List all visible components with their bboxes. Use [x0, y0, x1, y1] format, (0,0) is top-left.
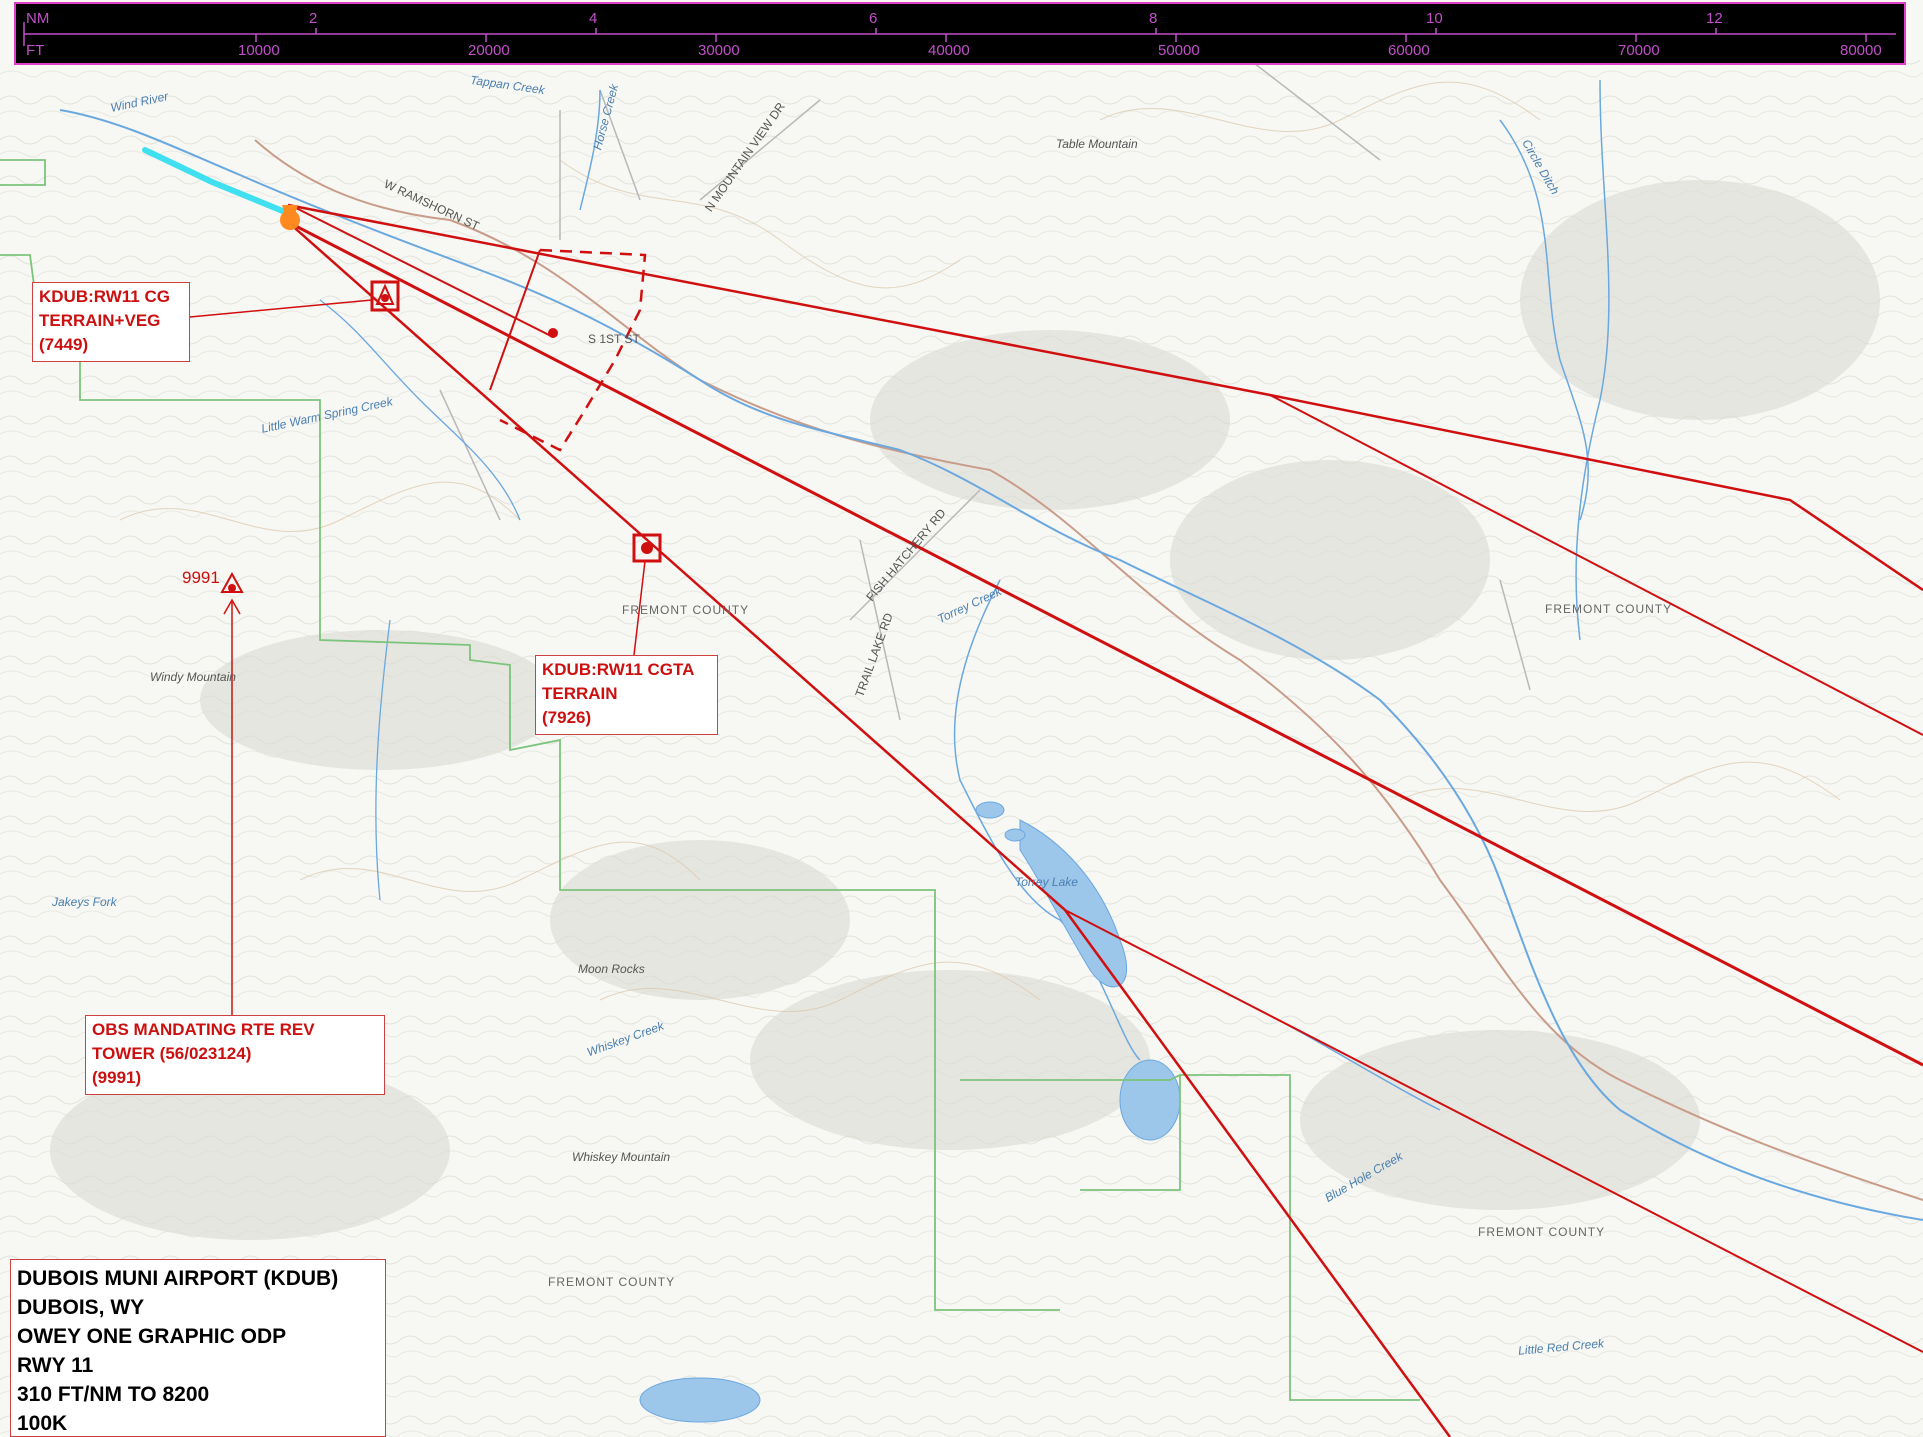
scale-ft-tick: 50000 — [1158, 42, 1200, 59]
obstacle-label-line: (9991) — [92, 1068, 142, 1087]
scale-nm-tick: 6 — [869, 10, 878, 27]
scale-nm-tick: 10 — [1426, 10, 1443, 27]
odp-route-lines — [287, 203, 1923, 1437]
highway-26 — [254, 139, 1923, 1201]
scale-nm-unit: NM — [26, 10, 50, 27]
tower-obstacle-icon[interactable] — [220, 571, 244, 593]
obstacle-marker-cgta[interactable] — [632, 533, 662, 563]
departure-area-edge — [489, 249, 541, 391]
departure-area-dashed — [499, 248, 647, 452]
label-leaders — [189, 299, 646, 1015]
obstacle-label-line: OBS MANDATING RTE REV — [92, 1020, 315, 1039]
scale-ft-tick: 40000 — [928, 42, 970, 59]
scale-nm-tick: 2 — [309, 10, 318, 27]
road-label: S 1ST ST — [588, 332, 640, 346]
spot-elevation: 9991 — [182, 568, 220, 587]
obstacle-label-line: (7926) — [542, 708, 592, 727]
scale-nm-tick: 8 — [1149, 10, 1158, 27]
place-label: Table Mountain — [1056, 137, 1138, 151]
county-label: FREMONT COUNTY — [622, 603, 750, 617]
scale-ft-tick: 70000 — [1618, 42, 1660, 59]
obstacle-marker-cg[interactable] — [370, 280, 400, 312]
contour-lines — [119, 81, 1841, 1013]
info-line: DUBOIS, WY — [17, 1296, 145, 1319]
scale-ft-tick: 80000 — [1840, 42, 1882, 59]
obstacle-label-line: KDUB:RW11 CGTA — [542, 660, 695, 679]
info-line: DUBOIS MUNI AIRPORT (KDUB) — [17, 1267, 339, 1290]
obstacle-label-line: TERRAIN — [542, 684, 618, 703]
obstacle-label-tower[interactable]: OBS MANDATING RTE REV TOWER (56/023124) … — [85, 1015, 385, 1095]
county-label: FREMONT COUNTY — [1478, 1225, 1606, 1239]
waypoint-dot — [548, 328, 558, 338]
river-label: Jakeys Fork — [52, 895, 117, 909]
scale-nm-tick: 12 — [1706, 10, 1723, 27]
county-label: FREMONT COUNTY — [1545, 602, 1673, 616]
info-line: OWEY ONE GRAPHIC ODP — [17, 1325, 287, 1348]
place-label: Torrey Lake — [1015, 875, 1078, 889]
scale-bar-ticks — [23, 22, 1896, 46]
info-line: 310 FT/NM TO 8200 — [17, 1383, 210, 1406]
roads — [439, 59, 1531, 721]
runway-11 — [142, 147, 288, 215]
hillshade — [50, 180, 1880, 1240]
procedure-info-box: DUBOIS MUNI AIRPORT (KDUB) DUBOIS, WY OW… — [10, 1259, 386, 1437]
scale-ft-tick: 60000 — [1388, 42, 1430, 59]
scale-ft-tick: 10000 — [238, 42, 280, 59]
rivers — [59, 79, 1923, 1221]
obstacle-label-line: TOWER (56/023124) — [92, 1044, 252, 1063]
scale-nm-tick: 4 — [589, 10, 598, 27]
scale-ft-tick: 20000 — [468, 42, 510, 59]
airport-marker — [280, 205, 300, 230]
obstacle-label-cg[interactable]: KDUB:RW11 CG TERRAIN+VEG (7449) — [32, 282, 190, 362]
obstacle-label-line: (7449) — [39, 335, 89, 354]
scale-bar: NM FT 2 4 6 8 10 12 10000 20000 30000 40… — [14, 2, 1906, 65]
obstacle-label-line: KDUB:RW11 CG — [39, 287, 170, 306]
place-label: Moon Rocks — [578, 962, 645, 976]
place-label: Windy Mountain — [150, 670, 236, 684]
county-label: FREMONT COUNTY — [548, 1275, 676, 1289]
info-line: 100K — [17, 1412, 68, 1435]
obstacle-label-line: TERRAIN+VEG — [39, 311, 161, 330]
scale-ft-unit: FT — [26, 42, 45, 59]
scale-ft-tick: 30000 — [698, 42, 740, 59]
info-line: RWY 11 — [17, 1354, 94, 1377]
obstacle-label-cgta[interactable]: KDUB:RW11 CGTA TERRAIN (7926) — [535, 655, 718, 735]
place-label: Whiskey Mountain — [572, 1150, 671, 1164]
